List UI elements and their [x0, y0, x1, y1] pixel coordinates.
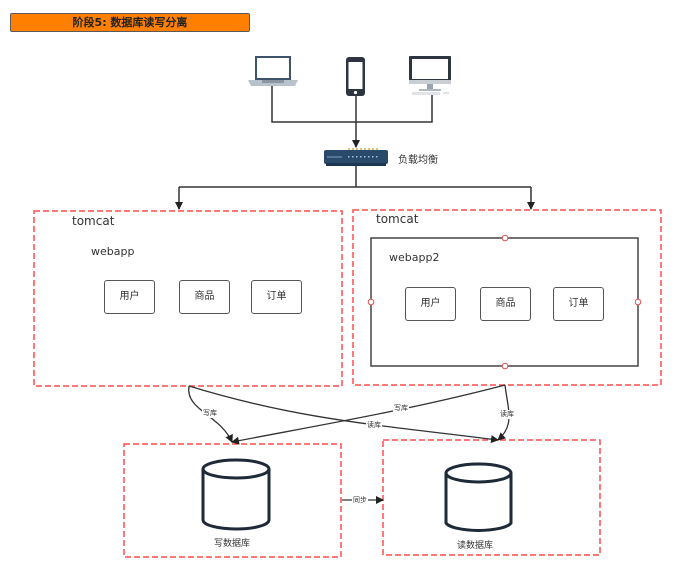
module-product-right[interactable]: 商品 [480, 287, 531, 321]
edge-label-left-read: 读库 [366, 421, 382, 430]
laptop-icon [248, 56, 298, 86]
lb-connectors [175, 166, 535, 210]
webapp-left-label: webapp [91, 245, 135, 258]
write-db-icon [201, 458, 271, 531]
tomcat-right-container [352, 209, 662, 386]
module-order-right[interactable]: 订单 [553, 287, 604, 321]
load-balancer-label: 负载均衡 [398, 155, 438, 166]
webapp-right-label: webapp2 [389, 251, 440, 264]
read-db-icon [444, 462, 513, 532]
tomcat-left-label: tomcat [72, 214, 115, 228]
phone-icon [346, 57, 365, 96]
tomcat-left-container [33, 210, 343, 387]
edge-label-right-write: 写库 [393, 404, 409, 413]
module-product-left[interactable]: 商品 [179, 280, 230, 314]
write-db-label: 写数据库 [214, 539, 251, 549]
switch-icon [324, 148, 388, 166]
edge-label-right-read: 读库 [499, 410, 515, 419]
desktop-icon [409, 56, 451, 95]
edge-label-sync: 同步 [352, 496, 368, 505]
module-user-right[interactable]: 用户 [405, 287, 456, 321]
page-title: 阶段5: 数据库读写分离 [10, 13, 250, 32]
read-db-label: 读数据库 [457, 541, 494, 551]
tomcat-right-label: tomcat [376, 212, 419, 226]
selection-handles[interactable] [367, 234, 642, 370]
module-user-left[interactable]: 用户 [104, 280, 155, 314]
edge-label-left-write: 写库 [202, 409, 218, 418]
module-order-left[interactable]: 订单 [251, 280, 302, 314]
client-connectors [271, 86, 433, 148]
